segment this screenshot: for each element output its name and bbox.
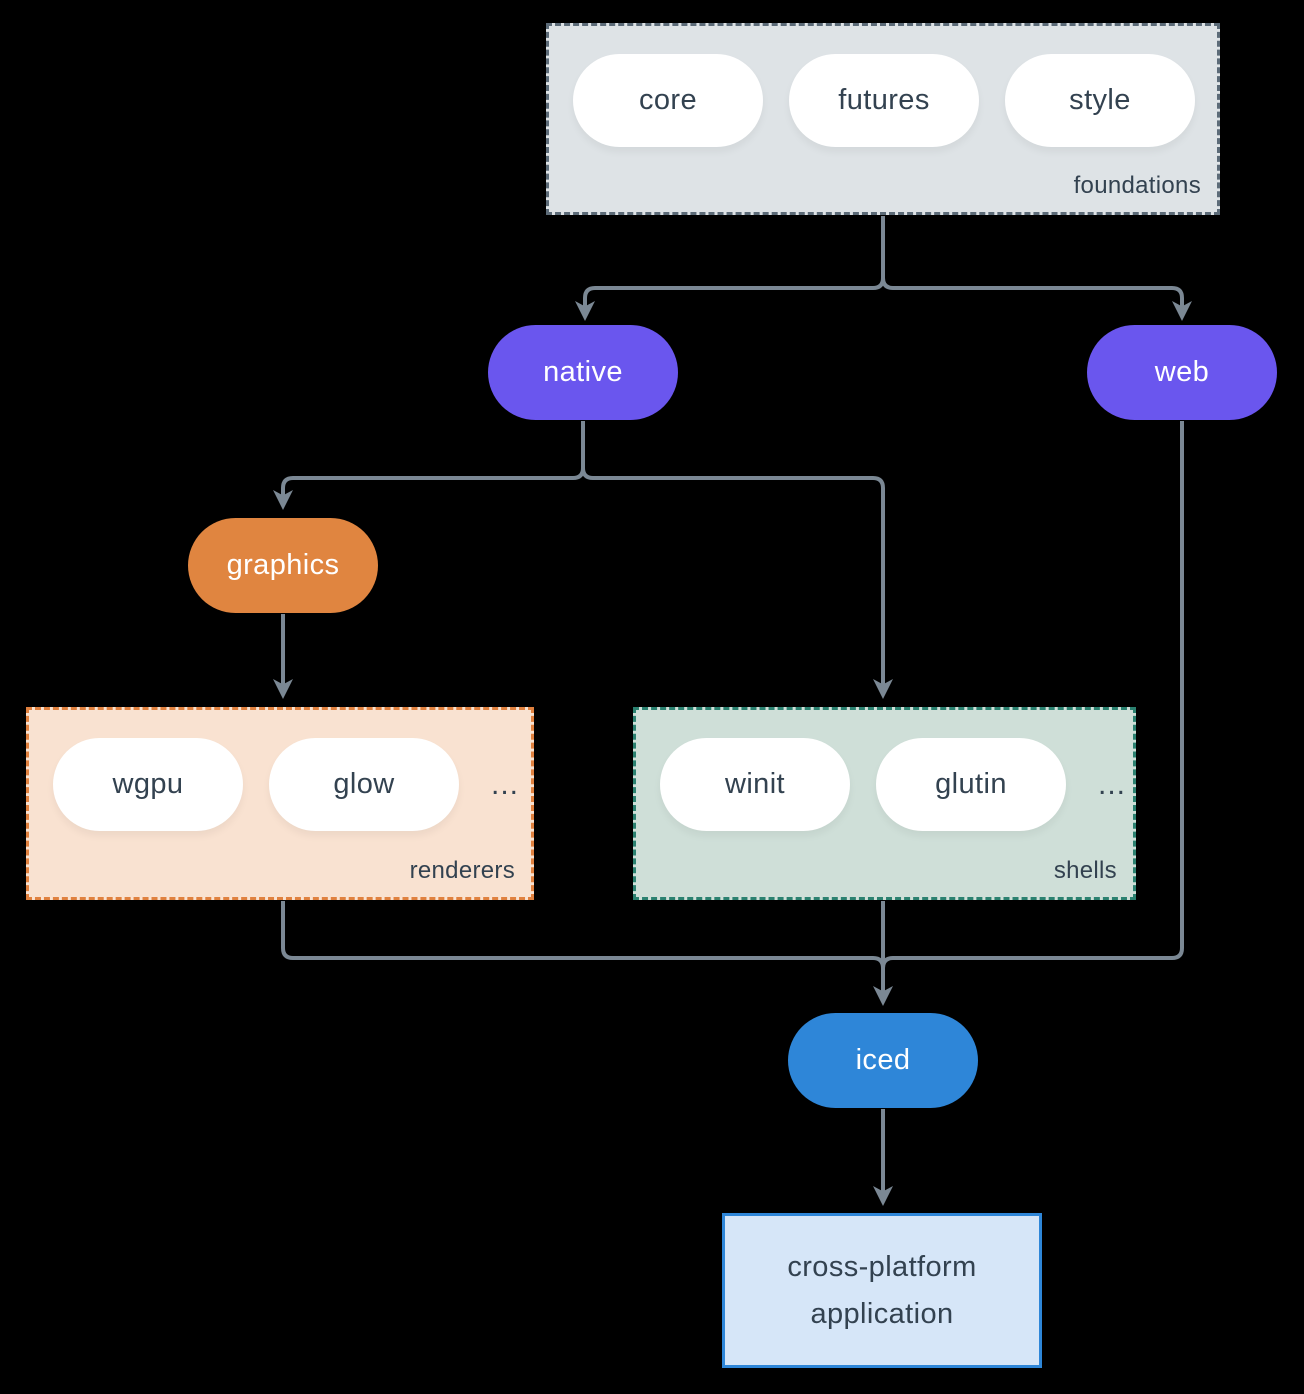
pill-winit-label: winit: [724, 768, 785, 800]
foundations-group-label: foundations: [1073, 172, 1201, 199]
node-native: native: [488, 325, 678, 420]
node-native-label: native: [543, 356, 623, 388]
pill-futures: futures: [789, 54, 979, 147]
node-cross-platform-application: cross-platform application: [722, 1213, 1042, 1368]
foundations-group: core futures style foundations: [546, 23, 1220, 215]
shells-pills-row: winit glutin ...: [636, 710, 1133, 831]
node-graphics-label: graphics: [226, 549, 340, 581]
pill-style: style: [1005, 54, 1195, 147]
pill-core-label: core: [638, 84, 697, 116]
renderers-ellipsis: ...: [491, 767, 520, 801]
pill-wgpu: wgpu: [53, 738, 243, 831]
renderers-pills-row: wgpu glow ...: [29, 710, 531, 831]
edge-foundations-native: [575, 216, 885, 321]
pill-style-label: style: [1069, 84, 1131, 116]
node-iced: iced: [788, 1013, 978, 1108]
edge-native-graphics: [273, 421, 585, 510]
edge-foundations-web: [881, 216, 1192, 321]
foundations-pills-row: core futures style: [549, 26, 1217, 147]
pill-futures-label: futures: [838, 84, 930, 116]
shells-ellipsis: ...: [1098, 767, 1127, 801]
node-graphics: graphics: [188, 518, 378, 613]
pill-winit: winit: [660, 738, 850, 831]
pill-glutin-label: glutin: [935, 768, 1007, 800]
pill-glutin: glutin: [876, 738, 1066, 831]
application-label: cross-platform application: [787, 1250, 977, 1330]
pill-glow: glow: [269, 738, 459, 831]
node-iced-label: iced: [855, 1044, 911, 1076]
edge-native-shells: [581, 421, 893, 699]
shells-group-label: shells: [1053, 857, 1117, 884]
edge-renderers-merge: [281, 901, 885, 970]
shells-group: winit glutin ... shells: [633, 707, 1136, 900]
pill-wgpu-label: wgpu: [112, 768, 184, 800]
renderers-group: wgpu glow ... renderers: [26, 707, 534, 900]
pill-glow-label: glow: [333, 768, 395, 800]
node-web: web: [1087, 325, 1277, 420]
renderers-group-label: renderers: [409, 857, 515, 884]
pill-core: core: [573, 54, 763, 147]
node-web-label: web: [1154, 356, 1210, 388]
